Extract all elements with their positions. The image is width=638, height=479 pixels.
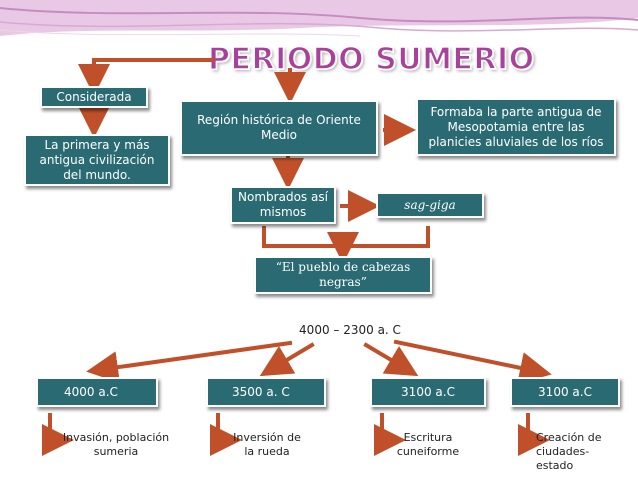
connector-bracket-pueblo — [262, 226, 430, 252]
node-formaba-mesopotamia: Formaba la parte antigua de Mesopotamia … — [416, 98, 616, 156]
node-region-historica: Región histórica de Oriente Medio — [180, 100, 378, 156]
event-invasion: Invasión, población sumeria — [62, 431, 170, 458]
node-primera-civilizacion: La primera y más antigua civilización de… — [24, 134, 170, 186]
connector-period-4000 — [86, 340, 293, 384]
period-range-label: 4000 – 2300 a. C — [299, 323, 401, 337]
node-pueblo-cabezas-negras: “El pueblo de cabezas negras” — [254, 256, 432, 294]
event-rueda: Inversión de la rueda — [233, 431, 301, 458]
date-box-4000: 4000 a.C — [36, 377, 158, 407]
event-ciudades-estado: Creación de ciudades-estado — [536, 431, 602, 472]
date-box-3100-escritura: 3100 a.C — [370, 377, 486, 407]
connector-period-3100b — [393, 339, 552, 384]
event-escritura: Escritura cuneiforme — [396, 431, 460, 458]
node-considerada: Considerada — [40, 86, 148, 108]
connector-period-3500 — [259, 342, 315, 377]
connector-3500-event — [210, 413, 242, 456]
header-wave-decoration — [0, 0, 638, 37]
date-box-3500: 3500 a. C — [206, 377, 326, 407]
connector-4000-event — [42, 413, 74, 456]
node-nombrados: Nombrados así mismos — [230, 186, 336, 224]
connector-3100a-event — [374, 413, 406, 456]
connector-period-3100a — [363, 342, 419, 377]
date-box-3100-ciudades: 3100 a.C — [510, 377, 620, 407]
connector-title-considerada — [78, 58, 214, 96]
node-sag-giga: sag-giga — [376, 192, 484, 218]
connector-3100b-event — [518, 413, 550, 456]
